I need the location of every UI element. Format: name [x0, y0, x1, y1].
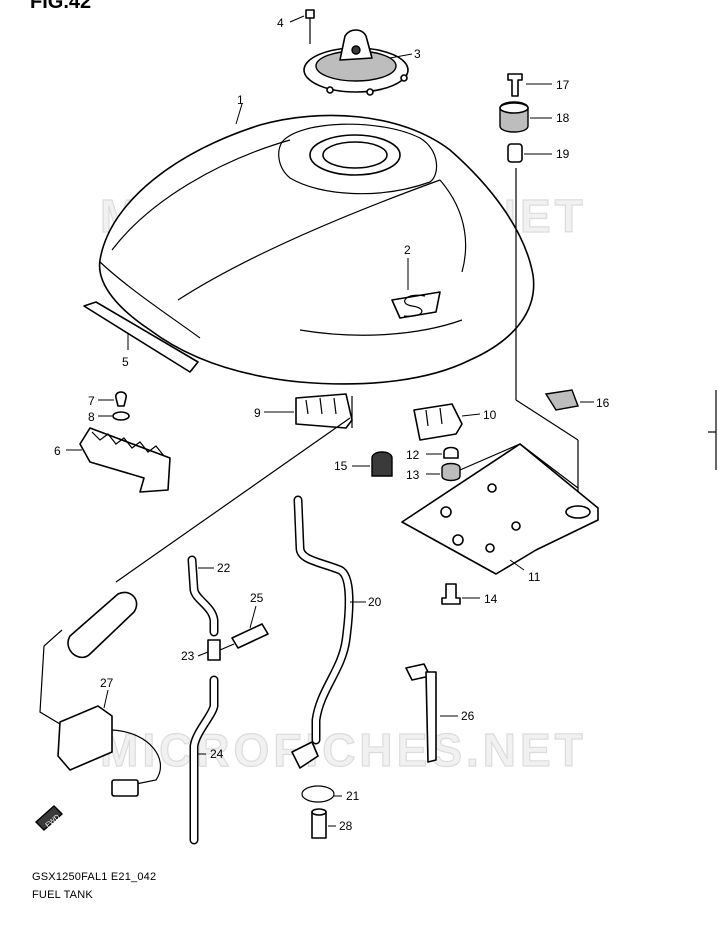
callout-14: 14 [484, 592, 498, 606]
callout-22: 22 [217, 561, 231, 575]
callout-20: 20 [368, 595, 382, 609]
seal-strip [83, 301, 199, 373]
callout-28: 28 [339, 819, 353, 833]
callout-15: 15 [334, 459, 348, 473]
model-code: GSX1250FAL1 E21_042 [32, 871, 156, 883]
callout-3: 3 [414, 47, 421, 61]
callout-21: 21 [346, 789, 360, 803]
figure-title: FUEL TANK [32, 889, 93, 901]
callout-13: 13 [406, 468, 420, 482]
fuel-hoses [187, 495, 354, 845]
leader-lines [66, 15, 594, 827]
callout-26: 26 [461, 709, 475, 723]
tank-bracket [79, 391, 171, 493]
clamps-and-ties [291, 663, 437, 839]
callout-4: 4 [277, 16, 284, 30]
callout-16: 16 [596, 396, 610, 410]
figure-heading: FIG.42 [30, 0, 91, 13]
callout-23: 23 [181, 649, 195, 663]
callout-17: 17 [556, 78, 570, 92]
callout-18: 18 [556, 111, 570, 125]
callout-6: 6 [54, 444, 61, 458]
callout-labels: 1 2 3 4 5 6 7 8 9 10 11 12 13 14 15 16 1… [54, 16, 610, 833]
callout-9: 9 [254, 406, 261, 420]
callout-12: 12 [406, 448, 420, 462]
fuel-cap-assembly [303, 9, 409, 96]
fuel-pump-unit [39, 417, 351, 797]
callout-2: 2 [404, 243, 411, 257]
callout-8: 8 [88, 410, 95, 424]
fuel-tank [98, 114, 535, 385]
callout-7: 7 [88, 394, 95, 408]
callout-10: 10 [483, 408, 497, 422]
callout-27: 27 [100, 676, 114, 690]
watermark-bottom: MICROFICHES.NET [100, 724, 587, 776]
tank-tray [371, 389, 599, 605]
rubber-dampers [295, 393, 463, 441]
forward-direction-marker: FWD [34, 805, 64, 831]
callout-25: 25 [250, 591, 264, 605]
callout-5: 5 [122, 355, 129, 369]
emblem-badge [391, 291, 441, 319]
callout-1: 1 [237, 93, 244, 107]
callout-11: 11 [528, 570, 541, 584]
callout-19: 19 [556, 147, 570, 161]
callout-24: 24 [210, 747, 224, 761]
